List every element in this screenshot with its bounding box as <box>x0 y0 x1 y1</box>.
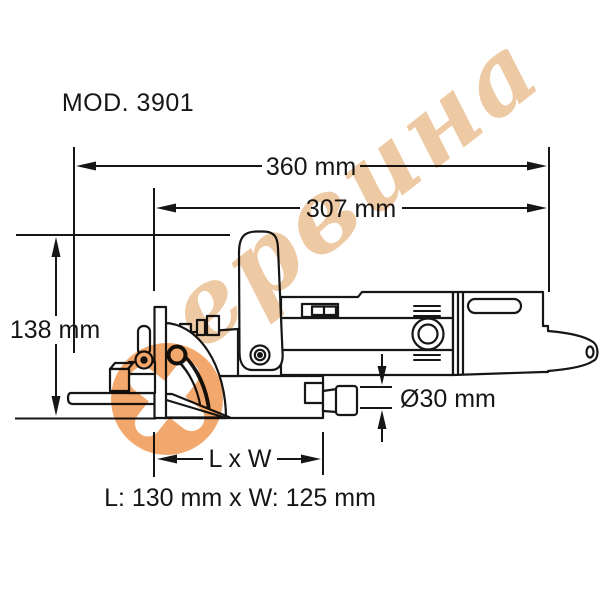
rear-housing <box>451 290 599 377</box>
dim-base-size-label: L: 130 mm x W: 125 mm <box>104 484 376 512</box>
motor-body <box>279 290 455 377</box>
dim-base-footprint <box>157 454 321 464</box>
dim-height-label: 138 mm <box>10 316 100 344</box>
cord-outlet <box>585 345 595 359</box>
dim-spindle-diameter-label: Ø30 mm <box>400 385 496 413</box>
dim-body-length <box>156 203 547 213</box>
model-title: MOD. 3901 <box>62 89 194 117</box>
dim-height <box>51 237 61 416</box>
slide-switch <box>300 302 340 319</box>
dim-base-label: L x W <box>209 445 272 473</box>
dim-overall-length-label: 360 mm <box>266 153 356 181</box>
rod-knob <box>334 384 359 417</box>
handle <box>237 230 284 372</box>
watermark-text: ервина <box>144 7 563 371</box>
vent-slots <box>413 305 441 361</box>
dim-overall-length <box>76 161 547 171</box>
dim-spindle-diameter <box>360 354 392 442</box>
dimension-annotations <box>15 147 550 477</box>
dim-body-length-label: 307 mm <box>306 195 396 223</box>
watermark-logo <box>111 343 223 455</box>
